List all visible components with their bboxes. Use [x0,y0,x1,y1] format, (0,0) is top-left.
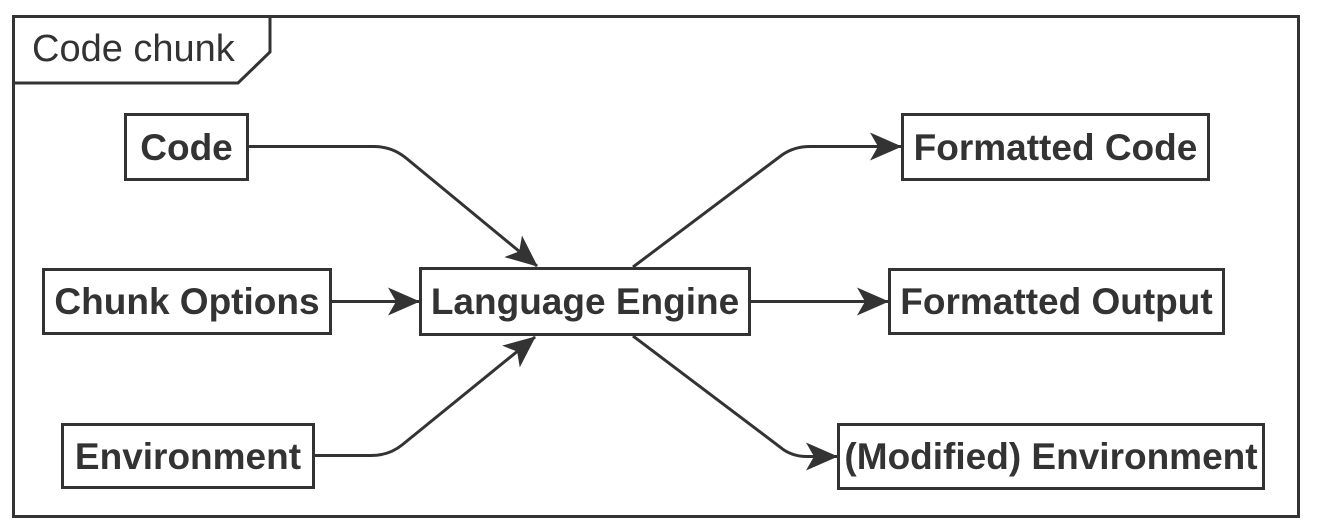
cluster-label: Code chunk [32,27,235,70]
node-label: Formatted Code [913,126,1198,168]
edge-code-to-language-engine [249,145,538,268]
node-chunk-options: Chunk Options [42,268,332,335]
node-label: Chunk Options [54,281,320,322]
node-formatted-output: Formatted Output [888,268,1225,335]
cluster-tab [13,16,272,85]
node-modified-environment: (Modified) Environment [837,423,1265,490]
cluster-frame [12,15,1300,518]
node-formatted-code: Formatted Code [901,113,1210,181]
node-label: (Modified) Environment [844,436,1258,477]
node-code: Code [124,113,249,181]
node-label: Language Engine [430,281,740,322]
node-label: Environment [74,435,302,477]
node-environment: Environment [61,423,315,489]
edge-environment-to-language-engine [315,335,536,457]
edge-language-engine-to-formatted-code [632,132,902,269]
node-language-engine: Language Engine [419,267,751,336]
node-label: Code [140,126,233,168]
node-label: Formatted Output [900,281,1213,322]
edge-language-engine-to-modified-environment [632,334,838,471]
